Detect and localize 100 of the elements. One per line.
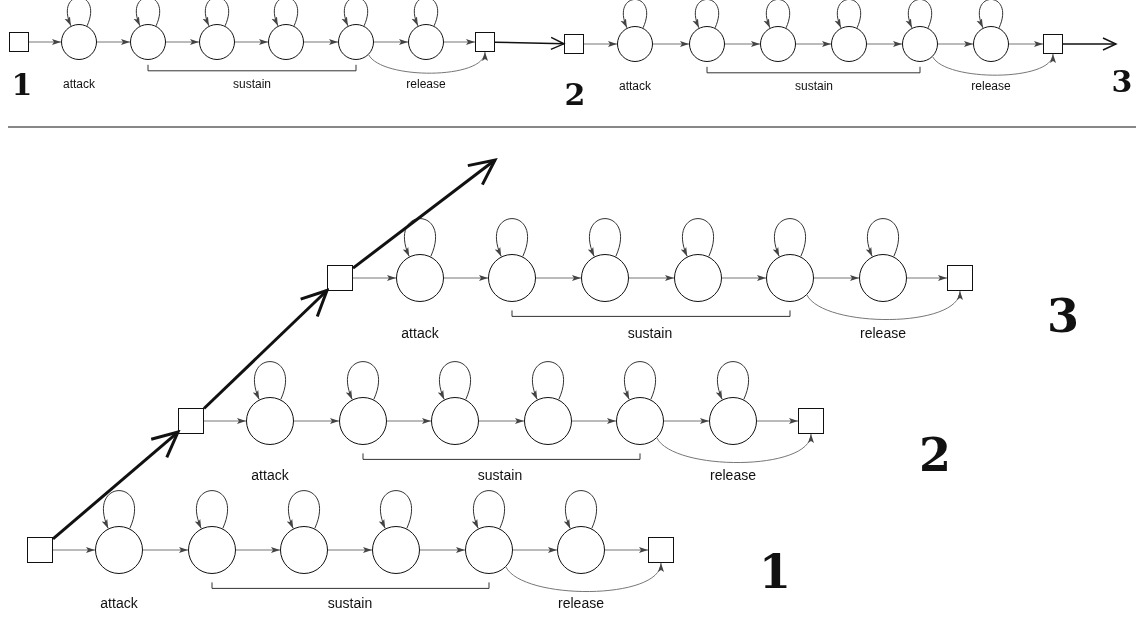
arrow <box>96 39 131 45</box>
state-box <box>178 408 204 434</box>
arrow <box>419 547 466 553</box>
self-loop-arrow <box>564 490 598 529</box>
self-loop-arrow <box>906 0 933 29</box>
arrow <box>203 418 247 424</box>
self-loop-arrow <box>346 361 380 400</box>
phase-label: attack <box>251 468 289 482</box>
phase-label: sustain <box>327 596 373 610</box>
model-number: 3 <box>1047 293 1079 339</box>
state-circle <box>465 526 513 574</box>
state-circle <box>372 526 420 574</box>
arrow <box>368 51 486 74</box>
state-box <box>327 265 353 291</box>
arrow <box>386 418 432 424</box>
self-loop-arrow <box>764 0 791 29</box>
phase-label: sustain <box>627 326 673 340</box>
self-loop-arrow <box>379 490 413 529</box>
state-circle <box>339 397 387 445</box>
state-circle <box>524 397 572 445</box>
phase-label: sustain <box>477 468 523 482</box>
self-loop-arrow <box>716 361 750 400</box>
arrow <box>1062 37 1117 51</box>
self-loop-arrow <box>412 0 439 27</box>
model-number: 2 <box>919 432 951 478</box>
arrow <box>443 39 476 45</box>
arrow <box>505 562 662 593</box>
self-loop-arrow <box>977 0 1004 29</box>
arrow <box>327 547 373 553</box>
state-box <box>798 408 824 434</box>
arrow <box>202 289 329 410</box>
phase-label: sustain <box>795 80 833 92</box>
self-loop-arrow <box>65 0 92 27</box>
phase-label: attack <box>401 326 439 340</box>
arrow <box>937 41 974 47</box>
arrow <box>1008 41 1044 47</box>
self-loop-arrow <box>438 361 472 400</box>
state-circle <box>674 254 722 302</box>
state-box <box>648 537 674 563</box>
phase-label: release <box>860 326 906 340</box>
state-circle <box>689 26 725 62</box>
arrow <box>535 275 582 281</box>
model-number: 1 <box>759 549 791 595</box>
state-circle <box>973 26 1009 62</box>
self-loop-arrow <box>693 0 720 29</box>
self-loop-arrow <box>195 490 229 529</box>
state-circle <box>396 254 444 302</box>
arrow <box>756 418 799 424</box>
state-circle <box>338 24 374 60</box>
state-circle <box>280 526 328 574</box>
arrow <box>866 41 903 47</box>
state-circle <box>766 254 814 302</box>
model-number: 2 <box>564 80 586 110</box>
self-loop-arrow <box>773 218 807 257</box>
phase-label: release <box>971 80 1011 92</box>
arrow <box>604 547 649 553</box>
state-circle <box>617 26 653 62</box>
arrow <box>303 39 339 45</box>
arrow <box>906 275 948 281</box>
arrow <box>512 547 558 553</box>
state-circle <box>859 254 907 302</box>
state-circle <box>246 397 294 445</box>
phase-label: release <box>406 78 446 90</box>
self-loop-arrow <box>835 0 862 29</box>
arrow <box>235 547 281 553</box>
self-loop-arrow <box>342 0 369 27</box>
phase-label: sustain <box>233 78 271 90</box>
state-box <box>27 537 53 563</box>
state-circle <box>431 397 479 445</box>
arrow <box>652 41 690 47</box>
arrow <box>352 275 397 281</box>
self-loop-arrow <box>495 218 529 257</box>
phase-label: release <box>558 596 604 610</box>
arrow <box>494 36 565 51</box>
phase-label: attack <box>619 80 651 92</box>
arrow <box>571 418 617 424</box>
state-circle <box>408 24 444 60</box>
state-circle <box>61 24 97 60</box>
arrow <box>28 39 62 45</box>
arrow <box>813 275 860 281</box>
state-box <box>1043 34 1063 54</box>
self-loop-arrow <box>134 0 161 27</box>
self-loop-arrow <box>681 218 715 257</box>
phase-label: attack <box>100 596 138 610</box>
state-circle <box>557 526 605 574</box>
state-box <box>475 32 495 52</box>
phase-label: release <box>710 468 756 482</box>
arrow <box>142 547 189 553</box>
arrow <box>932 53 1054 76</box>
arrow <box>52 430 180 541</box>
arrow <box>352 158 497 270</box>
state-circle <box>709 397 757 445</box>
state-circle <box>488 254 536 302</box>
state-circle <box>760 26 796 62</box>
self-loop-arrow <box>287 490 321 529</box>
arrow <box>234 39 269 45</box>
phase-label: attack <box>63 78 95 90</box>
self-loop-arrow <box>272 0 299 27</box>
state-circle <box>199 24 235 60</box>
state-circle <box>831 26 867 62</box>
